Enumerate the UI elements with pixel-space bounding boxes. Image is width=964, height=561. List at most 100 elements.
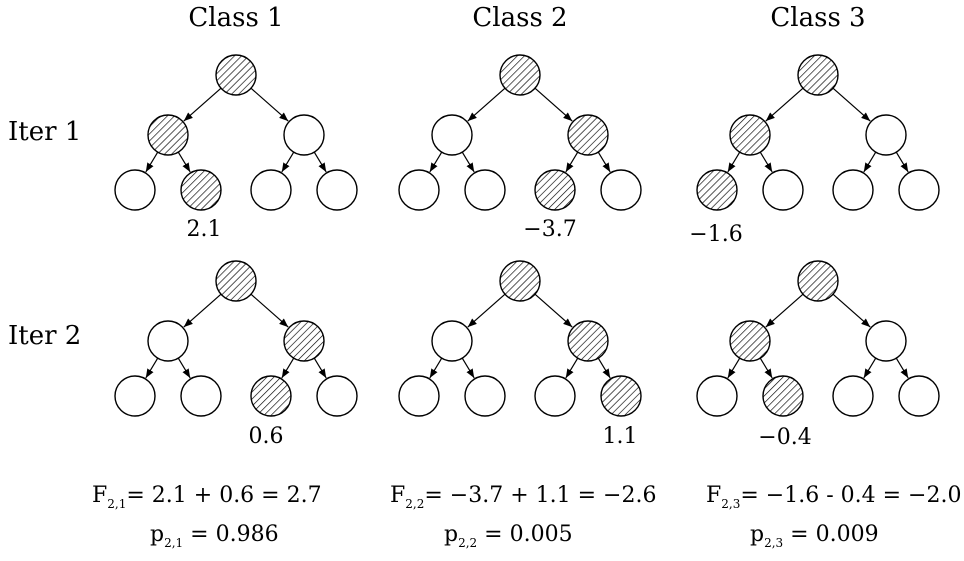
formula-f-class3: F2,3= −1.6 - 0.4 = −2.0	[706, 483, 961, 511]
tree-node-iter2-class3-l1-1	[865, 320, 907, 362]
leaf-value-iter1-class1: 2.1	[187, 217, 222, 242]
column-header-class-3: Class 3	[770, 3, 865, 33]
leaf-value-iter2-class3: −0.4	[758, 425, 811, 450]
formula-f-class1: F2,1= 2.1 + 0.6 = 2.7	[92, 483, 322, 511]
tree-leaf-node-iter1-class2-2	[534, 169, 576, 211]
tree-leaf-node-iter2-class3-3	[898, 375, 940, 417]
tree-leaf-node-iter1-class2-3	[600, 169, 642, 211]
tree-leaf-node-iter2-class3-0	[696, 375, 738, 417]
row-label-iter-1: Iter 1	[8, 117, 81, 147]
formula-f-class3-base: F	[706, 483, 721, 508]
tree-edge-iter1-class3-n0-1	[759, 151, 773, 173]
leaf-value-iter2-class1: 0.6	[249, 424, 284, 449]
formula-p-class1-subscript: 2,1	[164, 536, 183, 550]
tree-edge-iter2-class2-root-0	[467, 293, 506, 328]
formula-p-class2: p2,2 = 0.005	[444, 522, 573, 550]
tree-edge-iter1-class2-n0-0	[429, 151, 443, 173]
tree-edge-iter1-class1-n0-1	[177, 151, 191, 173]
tree-leaf-node-iter1-class1-2	[250, 169, 292, 211]
tree-edge-iter2-class1-n0-0	[145, 357, 159, 379]
tree-leaf-node-iter2-class2-0	[398, 375, 440, 417]
trees-layer	[114, 54, 940, 417]
tree-leaf-node-iter2-class1-3	[316, 375, 358, 417]
tree-edge-iter1-class2-n0-1	[461, 151, 475, 173]
tree-node-iter1-class1-l1-0	[147, 114, 189, 156]
tree-leaf-node-iter2-class3-2	[832, 375, 874, 417]
tree-edge-iter2-class3-n1-1	[895, 357, 909, 379]
tree-edge-iter1-class1-root-1	[250, 87, 289, 122]
tree-leaf-node-iter1-class1-1	[180, 169, 222, 211]
formula-p-class1-base: p	[150, 522, 164, 547]
tree-edge-iter2-class2-n1-1	[597, 357, 611, 379]
leaf-value-iter1-class2: −3.7	[523, 217, 576, 242]
tree-leaf-node-iter1-class1-3	[316, 169, 358, 211]
row-label-iter-2: Iter 2	[8, 321, 81, 351]
tree-edge-iter1-class1-n1-0	[281, 151, 295, 173]
leaf-value-iter2-class2: 1.1	[603, 424, 638, 449]
formula-p-class2-rhs: = 0.005	[477, 522, 572, 547]
tree-edge-iter1-class2-n1-1	[597, 151, 611, 173]
tree-leaf-node-iter1-class2-1	[464, 169, 506, 211]
tree-edge-iter1-class2-root-0	[467, 87, 506, 122]
tree-edge-iter2-class3-n0-0	[727, 357, 741, 379]
formula-p-class1: p2,1 = 0.986	[150, 522, 279, 550]
tree-leaf-node-iter1-class3-2	[832, 169, 874, 211]
leaf-value-iter1-class3: −1.6	[689, 222, 742, 247]
formula-p-class2-base: p	[444, 522, 458, 547]
formula-p-class3-rhs: = 0.009	[783, 522, 878, 547]
tree-node-iter2-class1-l1-1	[283, 320, 325, 362]
tree-leaf-node-iter2-class1-2	[250, 375, 292, 417]
tree-leaf-node-iter1-class1-0	[114, 169, 156, 211]
tree-edge-iter1-class2-n1-0	[565, 151, 579, 173]
tree-root-node-iter2-class1	[215, 260, 257, 302]
tree-node-iter2-class2-l1-1	[567, 320, 609, 362]
tree-node-iter2-class1-l1-0	[147, 320, 189, 362]
formula-p-class3: p2,3 = 0.009	[750, 522, 879, 550]
tree-edge-iter1-class3-root-1	[832, 87, 871, 122]
formula-p-class2-subscript: 2,2	[458, 536, 477, 550]
column-header-class-1: Class 1	[188, 3, 283, 33]
tree-edge-iter1-class1-n0-0	[145, 151, 159, 173]
tree-root-node-iter1-class2	[499, 54, 541, 96]
tree-edge-iter1-class1-root-0	[183, 87, 222, 122]
formula-f-class1-base: F	[92, 483, 107, 508]
tree-node-iter2-class2-l1-0	[431, 320, 473, 362]
tree-root-node-iter1-class1	[215, 54, 257, 96]
tree-edge-iter2-class1-root-0	[183, 293, 222, 328]
column-header-class-2: Class 2	[472, 3, 567, 33]
formula-f-class3-rhs: = −1.6 - 0.4 = −2.0	[740, 483, 961, 508]
tree-node-iter1-class2-l1-1	[567, 114, 609, 156]
tree-leaf-node-iter1-class3-0	[696, 169, 738, 211]
tree-edge-iter2-class3-n1-0	[863, 357, 877, 379]
tree-edge-iter2-class1-n1-1	[313, 357, 327, 379]
tree-edge-iter2-class3-root-0	[765, 293, 804, 328]
tree-leaf-node-iter2-class3-1	[762, 375, 804, 417]
tree-edge-iter2-class2-root-1	[534, 293, 573, 328]
tree-node-iter2-class3-l1-0	[729, 320, 771, 362]
tree-edge-iter2-class1-root-1	[250, 293, 289, 328]
tree-node-iter1-class2-l1-0	[431, 114, 473, 156]
tree-edge-iter1-class3-n0-0	[727, 151, 741, 173]
tree-edge-iter2-class2-n0-1	[461, 357, 475, 379]
tree-leaf-node-iter2-class1-0	[114, 375, 156, 417]
tree-edge-iter2-class2-n1-0	[565, 357, 579, 379]
tree-node-iter1-class3-l1-1	[865, 114, 907, 156]
tree-node-iter1-class3-l1-0	[729, 114, 771, 156]
formula-f-class2-rhs: = −3.7 + 1.1 = −2.6	[424, 483, 656, 508]
formula-f-class1-subscript: 2,1	[107, 497, 126, 511]
tree-root-node-iter2-class2	[499, 260, 541, 302]
tree-node-iter1-class1-l1-1	[283, 114, 325, 156]
tree-leaf-node-iter1-class3-1	[762, 169, 804, 211]
tree-leaf-node-iter1-class3-3	[898, 169, 940, 211]
tree-leaf-node-iter2-class1-1	[180, 375, 222, 417]
formula-p-class1-rhs: = 0.986	[183, 522, 278, 547]
tree-root-node-iter1-class3	[797, 54, 839, 96]
tree-leaf-node-iter2-class2-3	[600, 375, 642, 417]
tree-edge-iter1-class1-n1-1	[313, 151, 327, 173]
tree-edge-iter1-class2-root-1	[534, 87, 573, 122]
formula-f-class2-base: F	[390, 483, 405, 508]
tree-edge-iter1-class3-n1-0	[863, 151, 877, 173]
tree-leaf-node-iter2-class2-1	[464, 375, 506, 417]
tree-edge-iter2-class2-n0-0	[429, 357, 443, 379]
tree-root-node-iter2-class3	[797, 260, 839, 302]
